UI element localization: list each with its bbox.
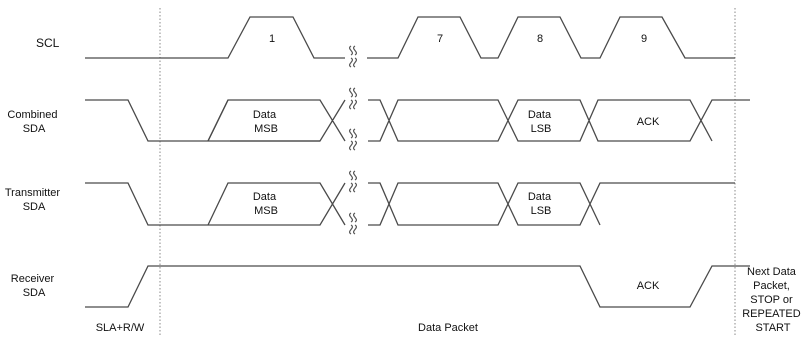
- combined-sda-break-icon: [349, 87, 357, 151]
- sla-rw-label: SLA+R/W: [96, 322, 145, 334]
- combined-sda-msb-box: [207, 99, 320, 142]
- combined-sda-label: Combined SDA: [7, 109, 60, 135]
- next-packet-label: Next Data Packet, STOP or REPEATED START: [742, 266, 804, 334]
- combined-data-msb-text: Data MSB: [253, 109, 279, 135]
- scl-break-icon: [349, 45, 357, 68]
- transmitter-sda-break-icon: [349, 170, 357, 235]
- combined-ack-text: ACK: [637, 116, 660, 128]
- receiver-sda-label: Receiver SDA: [11, 273, 57, 299]
- clock-number-8: 8: [537, 33, 543, 45]
- transmitter-data-lsb-text: Data LSB: [528, 191, 554, 217]
- scl-waveform: [85, 16, 735, 59]
- receiver-sda-waveform: [85, 265, 750, 308]
- transmitter-data-msb-text: Data MSB: [253, 191, 279, 217]
- clock-number-9: 9: [641, 33, 647, 45]
- transmitter-sda-label: Transmitter SDA: [5, 187, 63, 213]
- transmitter-sda-waveform: [85, 182, 735, 226]
- clock-number-7: 7: [437, 33, 443, 45]
- combined-data-lsb-text: Data LSB: [528, 109, 554, 135]
- receiver-ack-text: ACK: [637, 280, 660, 292]
- clock-number-1: 1: [269, 33, 275, 45]
- scl-label: SCL: [36, 36, 60, 50]
- data-packet-label: Data Packet: [418, 322, 478, 334]
